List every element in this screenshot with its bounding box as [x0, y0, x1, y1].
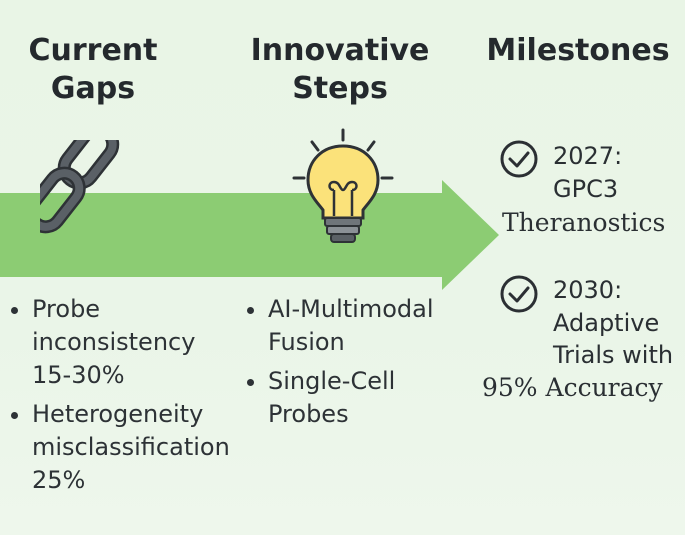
- chain-link-icon: [40, 140, 120, 234]
- lightbulb-icon: [292, 128, 394, 243]
- milestone-2030-year: 2030:: [553, 276, 623, 304]
- milestone-2027-theranostics: Theranostics: [502, 208, 666, 237]
- current-gaps-list: Probe inconsistency 15-30% Heterogeneity…: [10, 293, 240, 503]
- milestone-2030-accuracy: 95% Accuracy: [482, 373, 663, 402]
- innovative-steps-list: AI-Multimodal Fusion Single-Cell Probes: [246, 293, 456, 437]
- column-title-current-gaps: Current Gaps: [28, 33, 158, 106]
- list-item: Heterogeneity misclassification 25%: [10, 398, 240, 497]
- checkmark-circle-icon: [500, 140, 538, 178]
- milestone-2030-adaptive: Adaptive: [553, 309, 660, 337]
- column-title-innovative-steps: Innovative Steps: [250, 33, 430, 106]
- list-item: AI-Multimodal Fusion: [246, 293, 456, 359]
- milestone-2030-trials: Trials with: [553, 341, 674, 369]
- checkmark-circle-icon: [500, 275, 538, 313]
- list-item: Probe inconsistency 15-30%: [10, 293, 240, 392]
- list-item: Single-Cell Probes: [246, 365, 456, 431]
- milestone-2027-target: GPC3: [553, 175, 619, 203]
- column-title-milestones: Milestones: [486, 33, 670, 68]
- milestone-2027-year: 2027:: [553, 142, 623, 170]
